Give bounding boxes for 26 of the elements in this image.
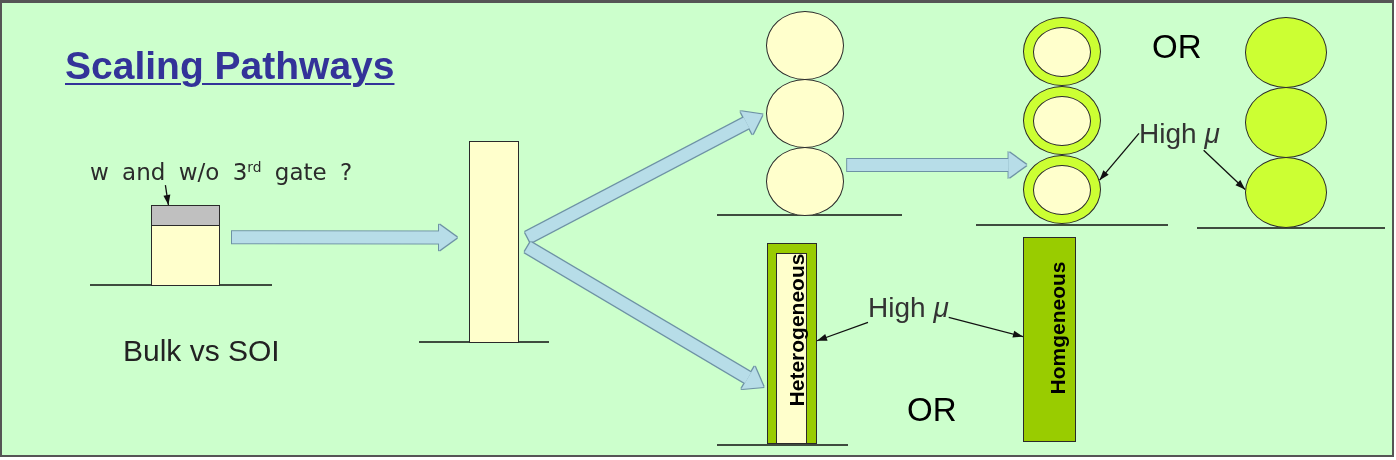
option-label: OR [907,391,957,429]
block-arrow [524,241,764,389]
option-label: OR [1152,28,1202,66]
bar-label: Homgeneous [1045,261,1070,395]
leader-arrow [1098,132,1140,181]
nanowire-core [1033,26,1091,77]
bar-label: Heterogeneous [784,253,809,407]
leader-arrow [816,321,869,342]
block-arrow [525,111,763,243]
caption-text: Bulk vs SOI [123,334,280,369]
annotation-text: High μ [868,292,949,325]
fin-column [767,243,817,444]
nanowire-core [1033,95,1091,146]
leader-arrow [1203,149,1246,191]
annotation-text: w and w/o 3$^{rd}$ gate ? [90,158,353,186]
fin-block [151,225,220,286]
nanowire-core [1033,164,1091,215]
leader-arrow [948,316,1024,338]
leader-arrow [163,184,171,206]
fin-block [469,141,519,343]
slide-title: Scaling Pathways [65,44,395,89]
block-arrow [232,224,457,251]
block-arrow [847,152,1027,178]
fin-column [1023,237,1076,442]
annotation-text: High μ [1139,118,1220,151]
gate-block [151,205,220,226]
